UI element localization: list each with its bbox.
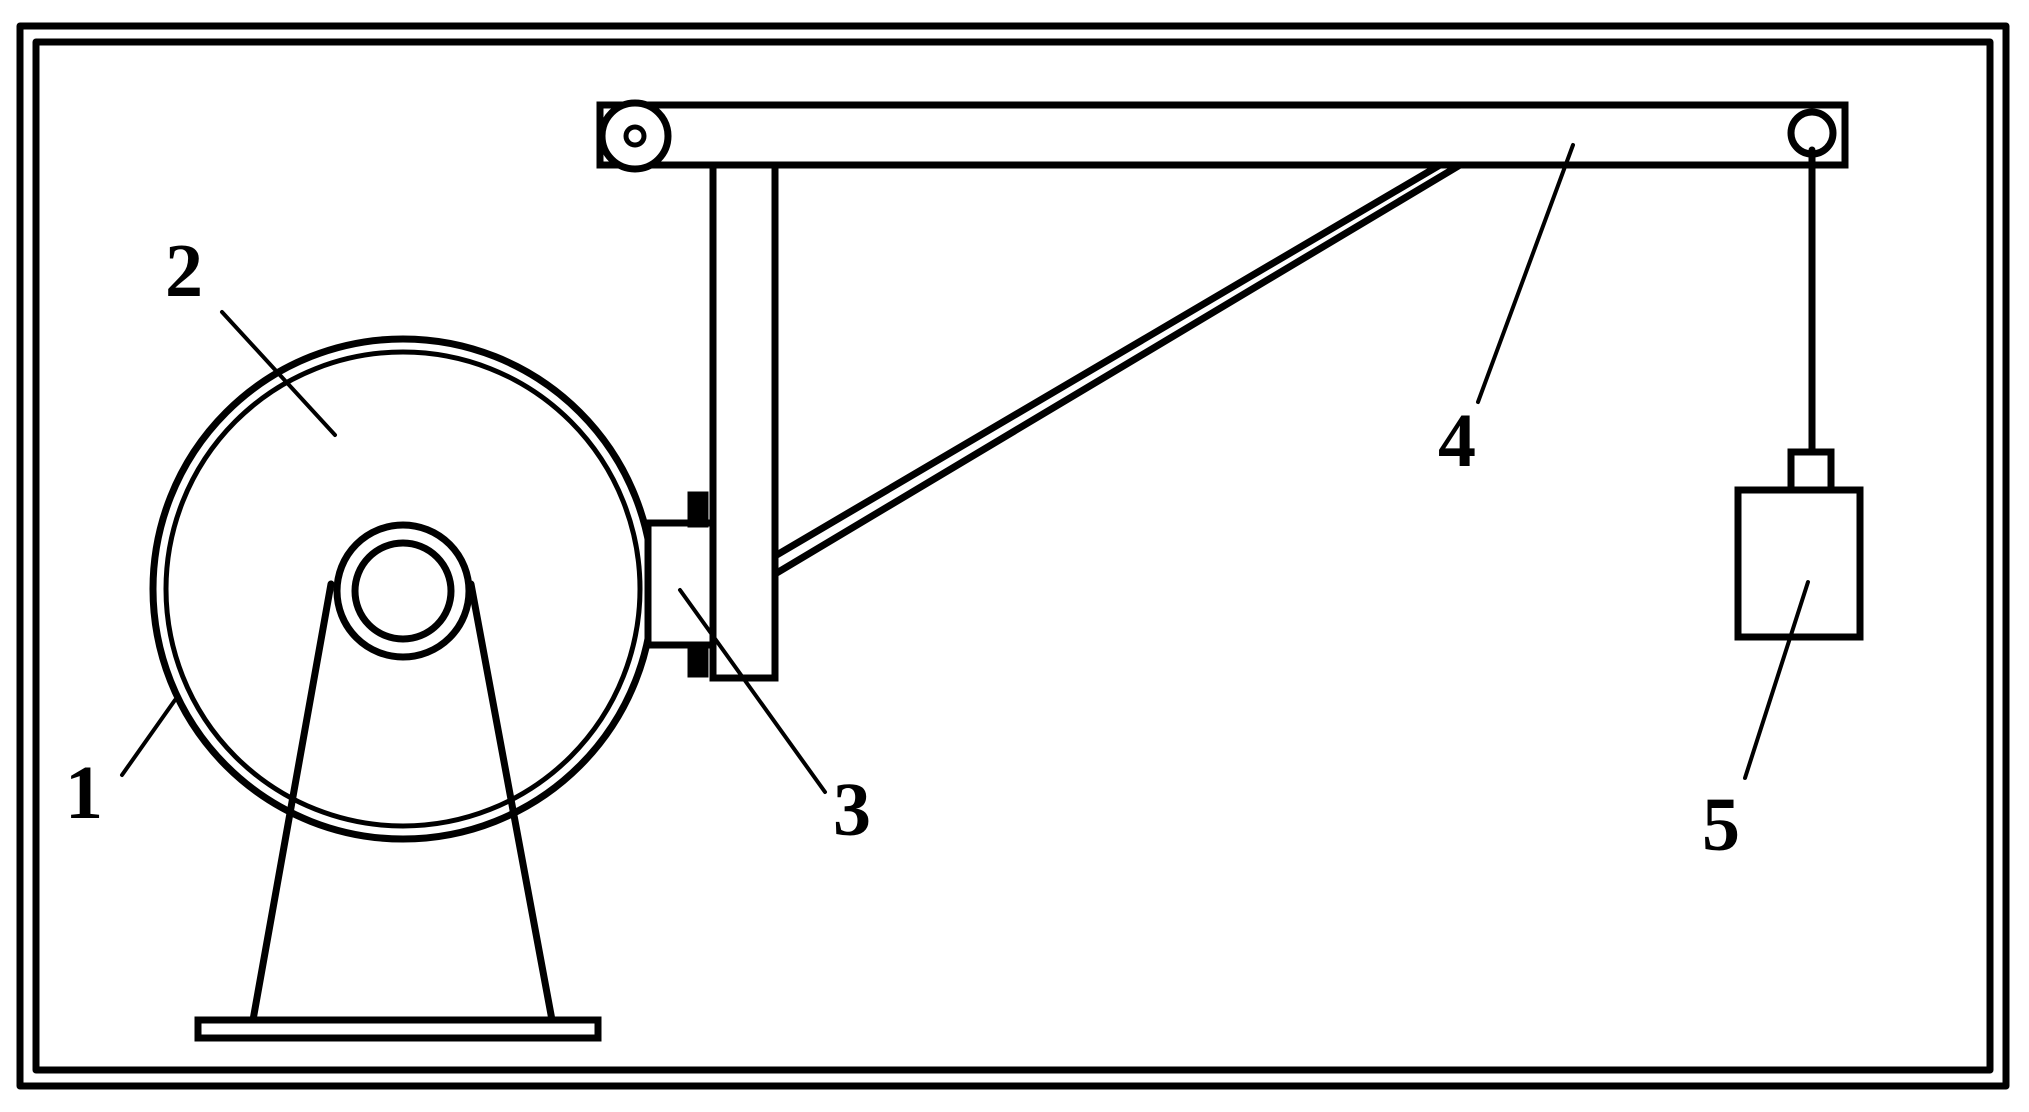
hub (333, 521, 473, 661)
base-plate (194, 1016, 602, 1042)
leader-line-2 (220, 310, 337, 437)
label-2: 2 (165, 229, 203, 313)
vertical-post (709, 161, 779, 682)
label-3: 3 (833, 768, 871, 852)
leader-line-1 (120, 698, 177, 777)
lever-arm (596, 101, 1849, 169)
label-4: 4 (1438, 399, 1476, 483)
leader-line-4 (1476, 143, 1575, 404)
leader-lines (120, 143, 1810, 794)
diagram-frame (16, 22, 2010, 1090)
leader-line-3 (678, 588, 827, 794)
brake-shoe (644, 491, 717, 678)
label-5: 5 (1702, 783, 1740, 867)
label-1: 1 (65, 751, 103, 835)
diagonal-brace (771, 161, 1464, 578)
leader-line-5 (1743, 580, 1810, 780)
part-labels: 1 2 3 4 5 (65, 229, 1740, 867)
weight-hook (1787, 448, 1835, 496)
left-pulley (598, 99, 672, 173)
